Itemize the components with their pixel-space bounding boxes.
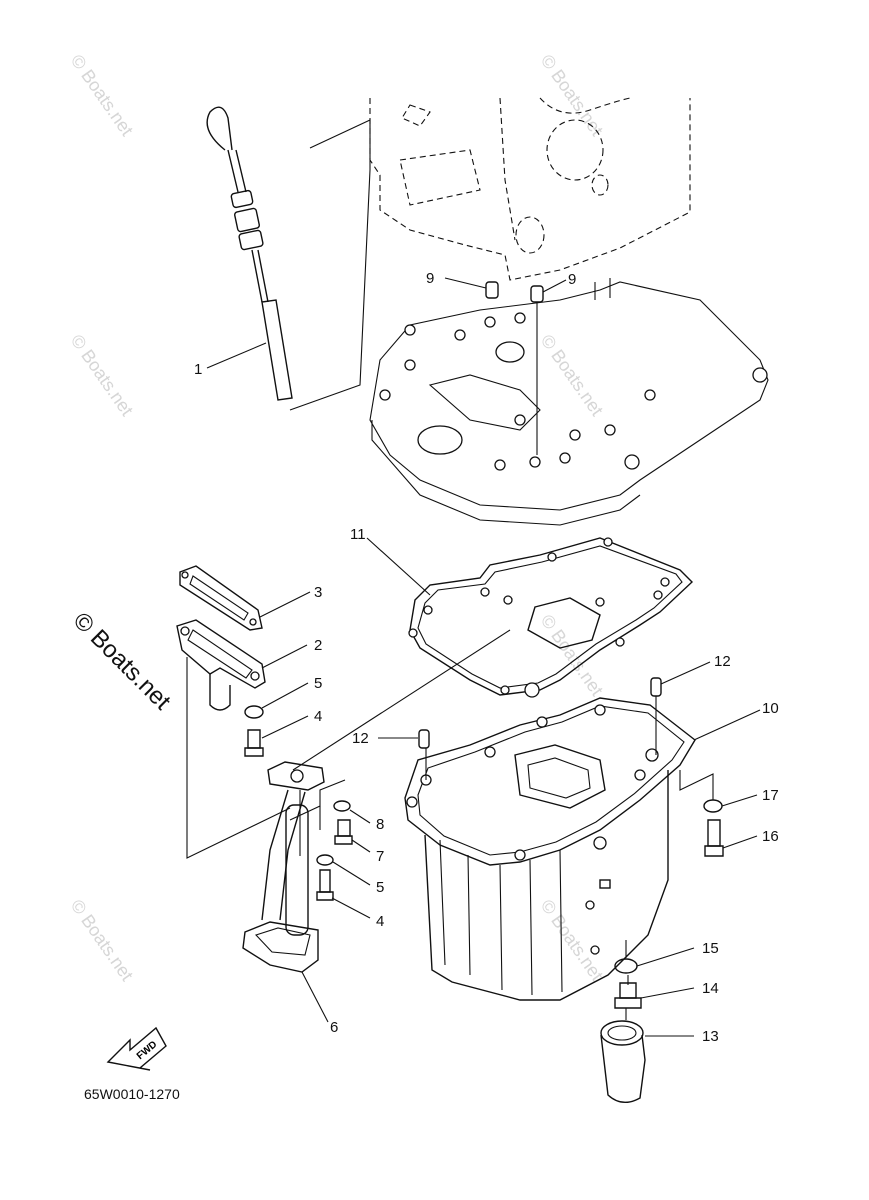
bolt-4-lower	[316, 869, 334, 901]
oil-pan	[404, 697, 696, 1001]
bolt-7	[334, 819, 353, 845]
callout-2: 2	[314, 637, 322, 654]
callout-5-lower: 5	[376, 879, 384, 896]
callout-12-lower: 12	[352, 730, 369, 747]
washer-17	[703, 799, 723, 813]
callout-13: 13	[702, 1028, 719, 1045]
callout-7: 7	[376, 848, 384, 865]
callout-9-right: 9	[568, 271, 576, 288]
gasket-3	[179, 565, 263, 631]
fwd-arrow-icon: FWD	[106, 1026, 167, 1071]
dowel-pin-9-left	[485, 281, 499, 299]
callout-1: 1	[194, 361, 202, 378]
bolt-16	[704, 819, 724, 857]
drawing-code: 65W0010-1270	[84, 1086, 180, 1102]
callout-17: 17	[762, 787, 779, 804]
leader-lines	[206, 277, 761, 1037]
callout-3: 3	[314, 584, 322, 601]
watermark-low-right: © Boats.net	[537, 896, 607, 985]
watermark-mid-right: © Boats.net	[537, 331, 607, 420]
exhaust-guide-plate	[369, 278, 769, 526]
watermark-boats-net: © Boats.net	[68, 607, 176, 715]
dowel-pin-12-upper	[650, 677, 662, 697]
oil-strainer	[242, 761, 325, 973]
callout-12-upper: 12	[714, 653, 731, 670]
watermark-top-left: © Boats.net	[67, 51, 137, 140]
callout-15: 15	[702, 940, 719, 957]
callout-14: 14	[702, 980, 719, 997]
bolt-4-upper	[244, 729, 264, 757]
assembly-guide-lines	[186, 629, 714, 1020]
washer-5-upper	[244, 705, 264, 719]
washer-8	[333, 800, 351, 812]
oil-pan-gasket	[408, 537, 694, 698]
bracket-2	[176, 619, 266, 711]
callout-8: 8	[376, 816, 384, 833]
callout-11: 11	[350, 526, 366, 543]
callout-4-upper: 4	[314, 708, 322, 725]
drain-gasket-15	[614, 958, 638, 974]
oil-dipstick	[206, 106, 293, 401]
callout-4-lower: 4	[376, 913, 384, 930]
callout-5-upper: 5	[314, 675, 322, 692]
dowel-pin-12-lower	[418, 729, 430, 749]
dipstick-guide-line	[289, 119, 371, 411]
callout-9-left: 9	[426, 270, 434, 287]
watermark-top-right: © Boats.net	[537, 51, 607, 140]
drain-plug-14	[614, 982, 642, 1009]
washer-5-lower	[316, 854, 334, 866]
callout-16: 16	[762, 828, 779, 845]
callout-labels: 1 9 9 11 3 2 5 4 12 12 10 17 16 8 7 5 4 …	[194, 270, 779, 1045]
watermark-low-left: © Boats.net	[67, 896, 137, 985]
dowel-pin-9-right	[530, 285, 544, 303]
callout-6: 6	[330, 1019, 338, 1036]
callout-10: 10	[762, 700, 779, 717]
watermark-mid-left: © Boats.net	[67, 331, 137, 420]
drain-cap-13	[600, 1020, 646, 1103]
engine-block-outline	[369, 97, 691, 281]
